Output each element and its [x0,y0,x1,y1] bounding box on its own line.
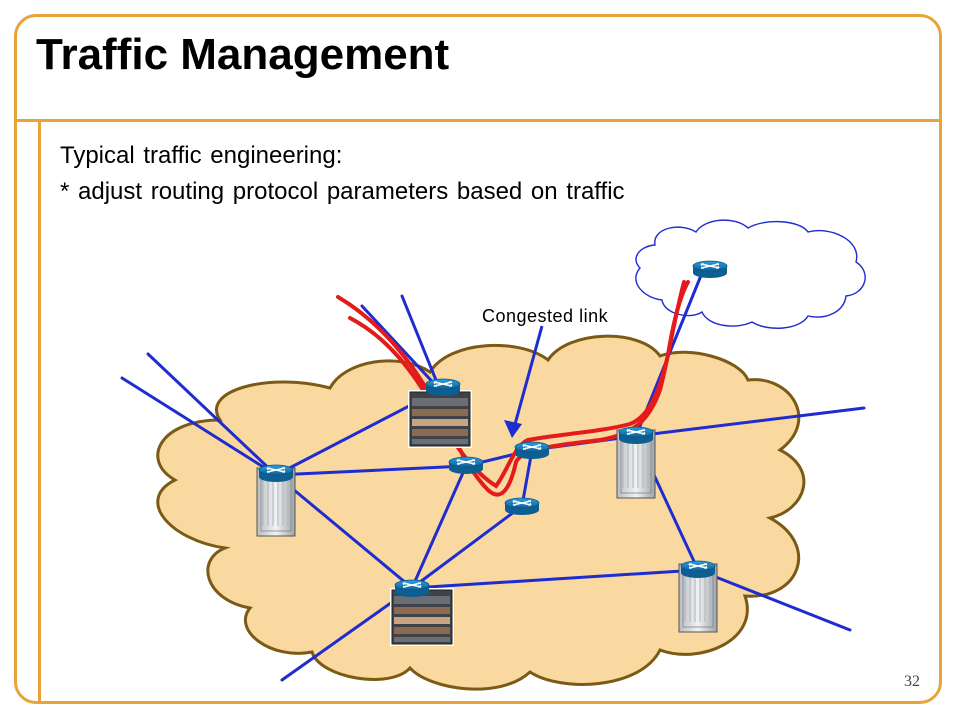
router-chassis-icon [389,587,455,647]
router-icon [394,579,430,598]
page-number: 32 [904,673,920,690]
network-cloud [156,334,806,691]
left-divider [38,122,41,704]
congested-link-label: Congested link [482,306,609,326]
router-icon [504,497,540,516]
router-chassis-icon [407,389,473,449]
router-icon [692,260,728,279]
title-divider [14,119,942,122]
router-icon [618,426,654,445]
router-icon [448,456,484,475]
router-icon [258,464,294,483]
body-line-2: * adjust routing protocol parameters bas… [60,178,625,205]
router-icon [680,560,716,579]
congestion-arrow [512,325,544,429]
router-icon [514,441,550,460]
slide-title: Traffic Management [36,30,450,79]
body-line-1: Typical traffic engineering: [60,142,343,169]
arrowhead-icon [504,420,522,438]
router-icon [425,378,461,397]
external-cloud [635,219,866,329]
slide-frame [14,14,942,704]
slide-body: Typical traffic engineering: * adjust ro… [60,138,625,210]
